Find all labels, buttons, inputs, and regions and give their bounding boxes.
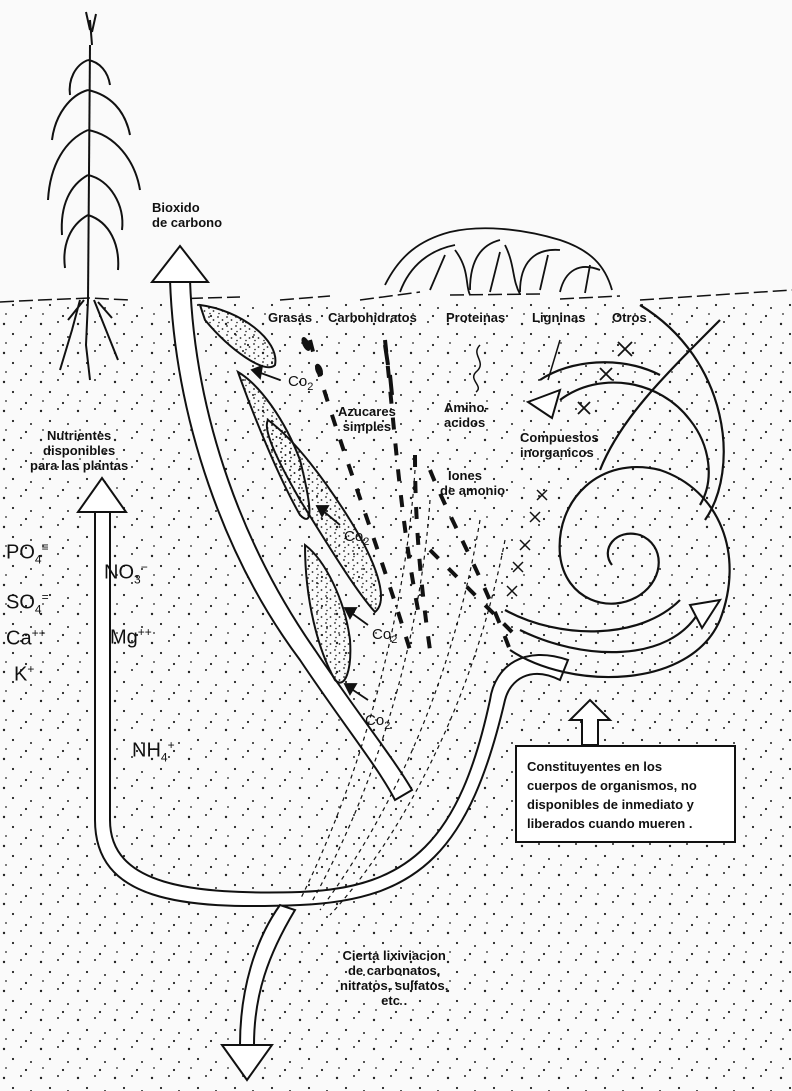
nutrientes-line-3: para las plantas — [30, 458, 128, 473]
label-iones-de-amonio: Iones de amonio — [440, 468, 505, 498]
label-grasas: Grasas — [268, 310, 312, 325]
lixiviacion-line-3: nitratos, sulfatos, — [340, 978, 448, 993]
constituyentes-line-2: cuerpos de organismos, no — [527, 776, 724, 795]
co2-sub: 2 — [391, 634, 397, 646]
label-ligninas: Ligninas — [532, 310, 585, 325]
lixiviacion-line-2: de carbonatos, — [340, 963, 448, 978]
constituyentes-box: Constituyentes en los cuerpos de organis… — [515, 745, 736, 843]
ion-po4-sub: 4 — [35, 553, 42, 567]
ion-no3: NO3− — [104, 560, 148, 587]
co2-sub: 2 — [307, 381, 313, 393]
co2-base: Co — [344, 528, 363, 545]
label-bioxido-de-carbono: Bioxido de carbono — [152, 200, 222, 230]
ion-nh4-charge: + — [168, 738, 175, 752]
co2-sub: 2 — [384, 720, 390, 732]
ion-so4-charge: = — [42, 590, 49, 604]
label-proteinas: Proteinas — [446, 310, 505, 325]
ion-k-base: K — [14, 664, 27, 686]
azucares-line-2: simples — [338, 419, 396, 434]
ion-so4: SO4= — [6, 590, 49, 617]
ion-so4-sub: 4 — [35, 603, 42, 617]
ion-mg-charge: ++ — [138, 625, 152, 639]
lixiviacion-line-4: etc . — [340, 993, 448, 1008]
co2-label-4: Co2 — [365, 712, 390, 732]
ion-ca: Ca++ — [6, 626, 46, 651]
co2-base: Co — [365, 712, 384, 729]
label-compuestos-inorganicos: Compuestos inorganicos — [520, 430, 599, 460]
ion-nh4-base: NH — [132, 740, 161, 762]
co2-base: Co — [372, 626, 391, 643]
ion-no3-base: NO — [104, 562, 134, 584]
compuestos-line-2: inorganicos — [520, 445, 599, 460]
co2-label-1: Co2 — [288, 373, 313, 393]
crop-residue-illustration — [385, 228, 612, 295]
aminoacidos-line-1: Amino- — [444, 400, 489, 415]
bioxido-line-1: Bioxido — [152, 200, 222, 215]
iones-line-2: de amonio — [440, 483, 505, 498]
ion-nh4-sub: 4 — [161, 751, 168, 765]
constituyentes-line-1: Constituyentes en los — [527, 757, 724, 776]
ion-ca-base: Ca — [6, 628, 32, 650]
ion-so4-base: SO — [6, 592, 35, 614]
label-carbohidratos: Carbohidratos — [328, 310, 417, 325]
co2-base: Co — [288, 373, 307, 390]
constituyentes-line-4: liberados cuando mueren . — [527, 814, 724, 833]
ion-nh4: NH4+ — [132, 738, 175, 765]
ion-no3-sub: 3 — [134, 573, 141, 587]
aminoacidos-line-2: acidos — [444, 415, 489, 430]
ion-ca-charge: ++ — [32, 626, 46, 640]
bioxido-line-2: de carbono — [152, 215, 222, 230]
co2-label-2: Co2 — [344, 528, 369, 548]
compuestos-line-1: Compuestos — [520, 430, 599, 445]
label-aminoacidos: Amino- acidos — [444, 400, 489, 430]
ion-mg: Mg++ — [110, 625, 152, 650]
ion-po4-base: PO — [6, 542, 35, 564]
azucares-line-1: Azucares — [338, 404, 396, 419]
ion-k: K+ — [14, 662, 34, 687]
co2-label-3: Co2 — [372, 626, 397, 646]
ion-k-charge: + — [27, 662, 34, 676]
nutrientes-line-1: Nutrientes — [30, 428, 128, 443]
ion-po4: PO4≡ — [6, 540, 49, 567]
nutrientes-line-2: disponibles — [30, 443, 128, 458]
label-lixiviacion: Cierta lixiviacion de carbonatos, nitrat… — [340, 948, 448, 1008]
label-nutrientes-disponibles: Nutrientes disponibles para las plantas — [30, 428, 128, 473]
label-otros: Otros — [612, 310, 647, 325]
lixiviacion-line-1: Cierta lixiviacion — [340, 948, 448, 963]
ion-mg-base: Mg — [110, 627, 138, 649]
co2-sub: 2 — [363, 536, 369, 548]
label-azucares-simples: Azucares simples — [338, 404, 396, 434]
iones-line-1: Iones — [440, 468, 505, 483]
constituyentes-line-3: disponibles de inmediato y — [527, 795, 724, 814]
ion-no3-charge: − — [141, 560, 148, 574]
co2-arrow-head — [152, 246, 208, 282]
ion-po4-charge: ≡ — [42, 540, 49, 554]
